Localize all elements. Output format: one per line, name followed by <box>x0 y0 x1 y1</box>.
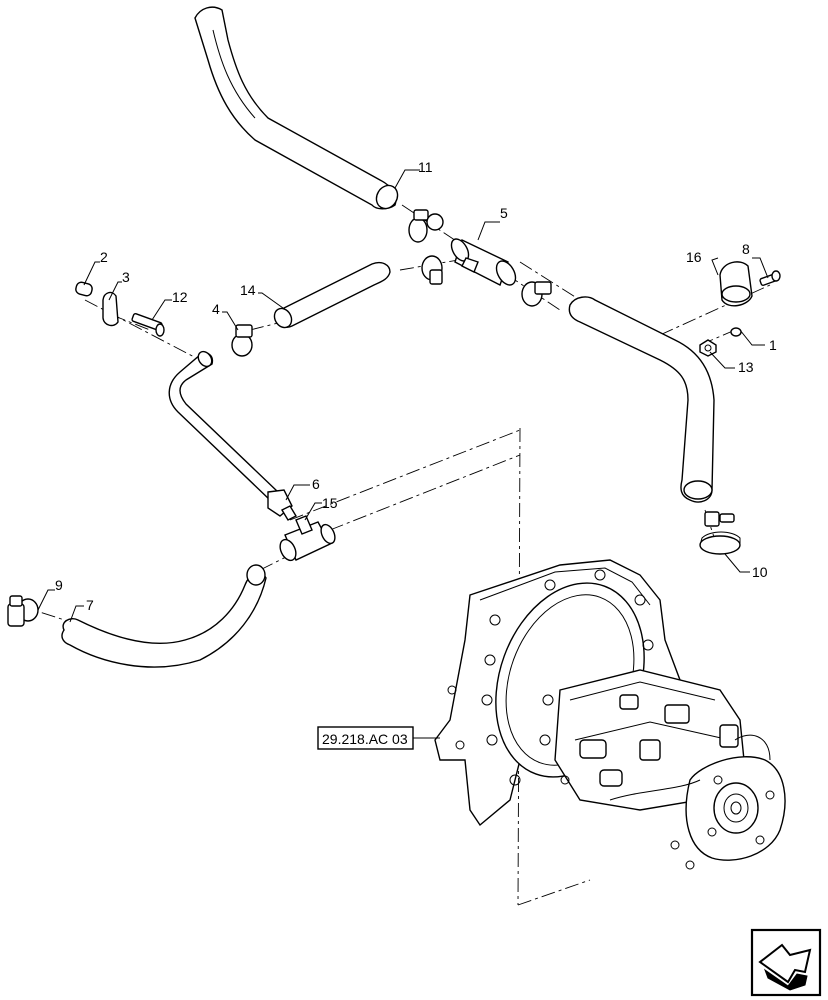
bolt-12 <box>131 312 165 337</box>
callout-4: 4 <box>212 301 220 317</box>
clip-16 <box>719 261 753 307</box>
callout-7: 7 <box>86 597 94 613</box>
leader-lines <box>37 169 769 739</box>
callout-1: 1 <box>769 337 777 353</box>
clamp-10 <box>699 511 741 555</box>
callout-8: 8 <box>742 241 750 257</box>
washer-1 <box>730 327 742 337</box>
tee-fitting-5 <box>450 238 517 286</box>
clamp-9 <box>7 595 39 627</box>
callout-13: 13 <box>738 359 754 375</box>
hose-10 <box>568 296 715 503</box>
reference-label[interactable]: 29.218.AC 03 <box>322 731 408 747</box>
callout-10: 10 <box>752 564 768 580</box>
callout-14: 14 <box>240 282 256 298</box>
callouts: 11 5 2 3 12 4 14 16 8 1 13 10 6 15 9 7 <box>55 159 777 613</box>
callout-3: 3 <box>122 269 130 285</box>
clamp-upper <box>408 209 444 243</box>
fitting-15 <box>279 515 336 562</box>
screw-8 <box>759 270 781 286</box>
callout-11: 11 <box>418 159 433 175</box>
tube-6 <box>168 350 297 521</box>
clamp-right-tee <box>521 281 552 307</box>
callout-16: 16 <box>686 249 702 265</box>
cap-2 <box>75 281 93 297</box>
callout-2: 2 <box>100 249 108 265</box>
callout-15: 15 <box>322 495 338 511</box>
clamp-4 <box>231 324 253 357</box>
hose-11 <box>194 6 399 210</box>
hose-14 <box>273 261 391 329</box>
hose-7 <box>61 564 267 668</box>
callout-5: 5 <box>500 205 508 221</box>
reference-link[interactable]: 29.218.AC 03 <box>317 726 414 750</box>
callout-9: 9 <box>55 577 63 593</box>
arrow-navigation-icon[interactable] <box>750 928 822 997</box>
nut-13 <box>699 339 717 357</box>
callout-12: 12 <box>172 289 188 305</box>
callout-6: 6 <box>312 476 320 492</box>
clip-3 <box>102 291 119 327</box>
pump-assembly <box>434 559 786 870</box>
clamp-middle <box>421 255 443 285</box>
